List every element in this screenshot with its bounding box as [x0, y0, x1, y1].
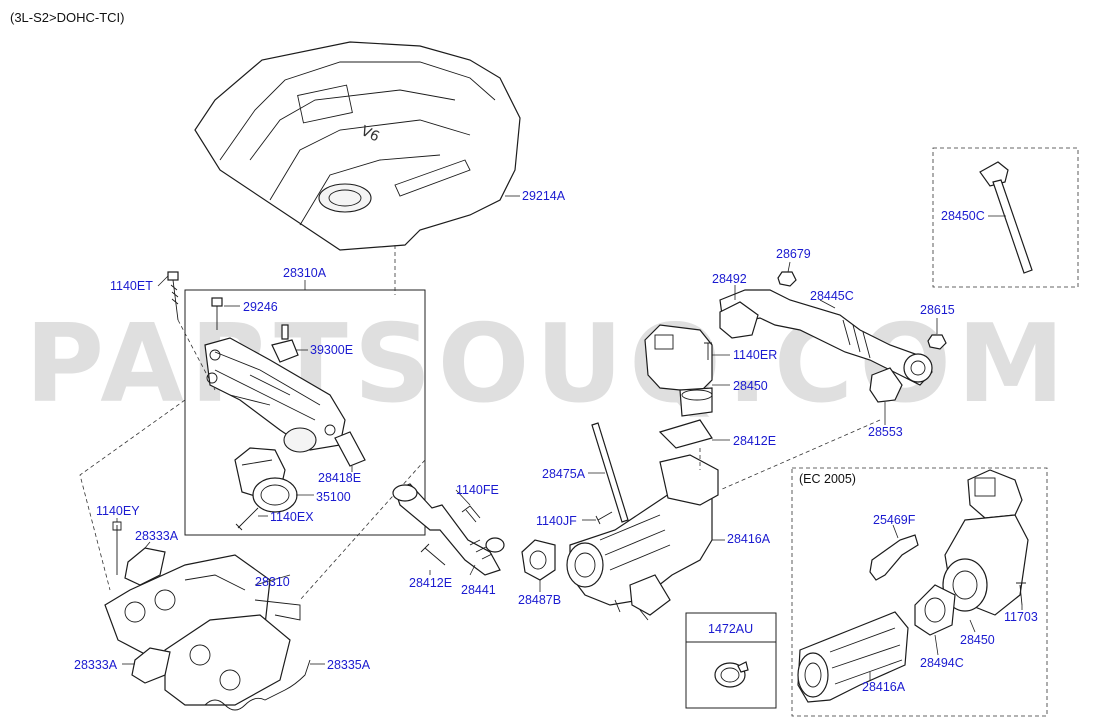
- callout-28492[interactable]: 28492: [712, 272, 747, 286]
- callout-25469F[interactable]: 25469F: [873, 513, 916, 527]
- lower-manifold-drawing: [104, 554, 301, 706]
- gasket-28412E-drawing: [658, 419, 713, 449]
- bolt-1140ET-drawing: [167, 271, 179, 321]
- callout-1140EX[interactable]: 1140EX: [270, 510, 314, 524]
- intake-manifold-drawing: [204, 337, 346, 453]
- callout-1140ER[interactable]: 1140ER: [733, 348, 778, 362]
- egr-pipe-drawing: [392, 483, 505, 576]
- callout-29214A[interactable]: 29214A: [522, 189, 566, 203]
- inset-box-1472AU: [685, 612, 777, 709]
- group-box-28310A: [184, 289, 426, 536]
- callout-28450C[interactable]: 28450C: [941, 209, 985, 223]
- inset-hose-25469F-drawing: [869, 534, 919, 581]
- callout-11703[interactable]: 11703: [1004, 610, 1038, 624]
- egr-valve-drawing: [644, 324, 713, 417]
- callout-28450-main[interactable]: 28450: [733, 379, 768, 393]
- callout-28310[interactable]: 28310: [255, 575, 290, 589]
- callout-28416A-inset[interactable]: 28416A: [862, 680, 906, 694]
- callout-1140JF[interactable]: 1140JF: [536, 514, 577, 528]
- callout-28418E[interactable]: 28418E: [318, 471, 362, 485]
- callout-28412E-left[interactable]: 28412E: [409, 576, 453, 590]
- gasket-28418E-drawing: [334, 431, 366, 467]
- callout-28412E-right[interactable]: 28412E: [733, 434, 777, 448]
- callout-1140EY[interactable]: 1140EY: [96, 504, 140, 518]
- callout-28679[interactable]: 28679: [776, 247, 811, 261]
- callout-29246[interactable]: 29246: [243, 300, 278, 314]
- callout-28333A-top[interactable]: 28333A: [135, 529, 179, 543]
- gasket-28487B-drawing: [521, 539, 556, 581]
- callout-28310A[interactable]: 28310A: [283, 266, 327, 280]
- clamp-1472AU-drawing: [714, 661, 749, 688]
- inset-box-28450C: [932, 147, 1079, 288]
- callout-28445C[interactable]: 28445C: [810, 289, 854, 303]
- callout-1472AU[interactable]: 1472AU: [708, 622, 754, 636]
- callout-28333A-bottom[interactable]: 28333A: [74, 658, 118, 672]
- callout-28416A-main[interactable]: 28416A: [727, 532, 771, 546]
- callout-28487B[interactable]: 28487B: [518, 593, 562, 607]
- egr-tube-drawing: [719, 289, 933, 386]
- callout-35100[interactable]: 35100: [316, 490, 351, 504]
- callout-28441[interactable]: 28441: [461, 583, 496, 597]
- callout-39300E[interactable]: 39300E: [310, 343, 354, 357]
- inset-note-ec2005: (EC 2005): [799, 472, 856, 486]
- inset-gasket-28494C-drawing: [914, 584, 956, 636]
- sensor-28450C-drawing: [979, 161, 1033, 274]
- callout-1140FE[interactable]: 1140FE: [456, 483, 499, 497]
- dash-box-bottom: [299, 459, 426, 601]
- dash-box-left: [79, 399, 186, 591]
- callout-1140ET[interactable]: 1140ET: [110, 279, 153, 293]
- callout-28475A[interactable]: 28475A: [542, 467, 586, 481]
- callout-28335A[interactable]: 28335A: [327, 658, 371, 672]
- inset-egr-valve-drawing: [942, 469, 1029, 616]
- callout-28494C[interactable]: 28494C: [920, 656, 964, 670]
- inset-box-ec2005: [791, 467, 1048, 717]
- engine-cover-drawing: V6: [194, 41, 521, 251]
- egr-cooler-drawing: [566, 454, 719, 621]
- svg-text:V6: V6: [358, 123, 382, 145]
- throttle-body-drawing: [234, 447, 298, 513]
- callout-28615[interactable]: 28615: [920, 303, 955, 317]
- callout-28553[interactable]: 28553: [868, 425, 903, 439]
- engine-code-header: (3L-S2>DOHC-TCI): [10, 10, 125, 25]
- inset-egr-cooler-drawing: [797, 611, 909, 703]
- callout-28450-inset[interactable]: 28450: [960, 633, 995, 647]
